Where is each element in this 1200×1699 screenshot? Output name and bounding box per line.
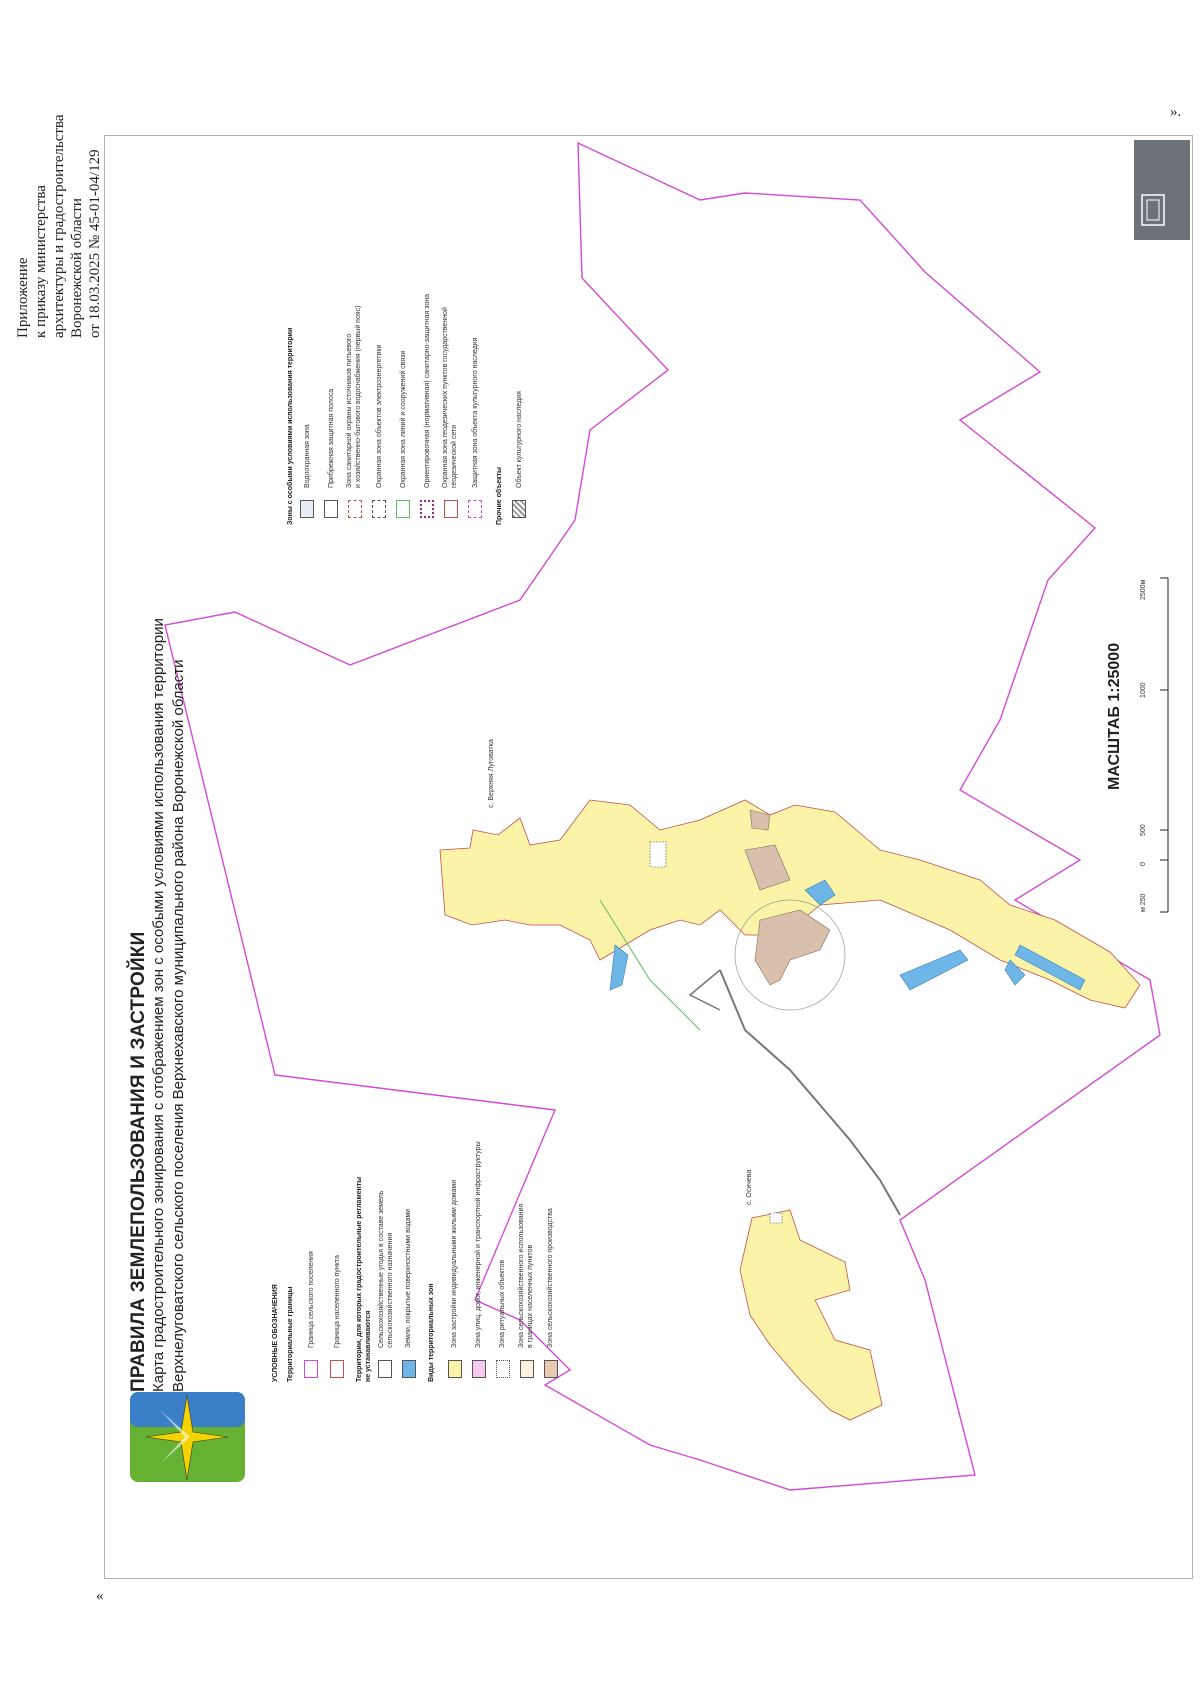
village-label-osicheva: с. Осичева	[746, 1169, 753, 1205]
legend-swatch-residential	[448, 1360, 462, 1378]
village-label-verkhnyaya-lugovatka: с. Верхняя Луговатка	[488, 739, 495, 808]
legend-label: в границах населенных пунктов	[527, 1244, 534, 1348]
legend-label: Водоохранная зона	[304, 424, 311, 488]
legend-swatch-streets	[472, 1360, 486, 1378]
scale-tick: 500	[1140, 824, 1147, 836]
legend-label: Прибрежная защитная полоса	[328, 388, 335, 488]
legend-label: Граница сельского поселения	[308, 1251, 315, 1348]
legend-swatch-water-protection	[300, 500, 314, 518]
legend-label: Зона застройки индивидуальными жилыми до…	[451, 1179, 458, 1348]
legend-group-zones: Виды территориальных зон	[428, 1283, 435, 1382]
legend-label: Земли, покрытые поверхностными водами	[405, 1208, 412, 1348]
legend-other-heading: Прочие объекты	[496, 466, 503, 525]
appendix-line-4: Воронежской области	[69, 198, 85, 338]
map-subtitle-1: Карта градостроительного зонирования с о…	[150, 618, 167, 1392]
appendix-note: Приложение к приказу министерства архите…	[14, 115, 104, 338]
scale-tick: 1000	[1140, 682, 1147, 698]
scale-label: МАСШТАБ 1:25000	[1106, 642, 1123, 790]
legend-label: Зона сельскохозяйственного производства	[547, 1208, 554, 1348]
scale-tick: 0	[1140, 862, 1147, 866]
appendix-line-1: Приложение	[15, 257, 31, 338]
legend-group-no-regulation: Территории, для которых градостроительны…	[356, 1176, 363, 1382]
legend-group-borders: Территориальные границы	[287, 1286, 294, 1382]
legend-label: Защитная зона объекта культурного наслед…	[472, 337, 479, 488]
scale-tick: 2500м	[1140, 579, 1147, 600]
legend-label: Объект культурного наследия	[516, 391, 523, 488]
legend-swatch-geodesic	[444, 500, 458, 518]
legend-group-no-regulation-2: не устанавливаются	[365, 1310, 372, 1382]
legend-label: Охранная зона линий и сооружений связи	[400, 350, 407, 488]
legend-swatch-sanitary-protection	[420, 500, 434, 518]
legend-swatch-heritage-object	[512, 500, 526, 518]
legend-swatch-heritage-protection	[468, 500, 482, 518]
scale-tick: м 250	[1140, 893, 1147, 912]
legend-swatch-agricultural-land	[378, 1360, 392, 1378]
appendix-line-3: архитектуры и градостроительства	[51, 114, 67, 338]
legend-label: Граница населенного пункта	[334, 1255, 341, 1348]
legend-label: Зона ритуальных объектов	[499, 1259, 506, 1348]
appendix-line-5: от 18.03.2025 № 45-01-04/129	[87, 149, 103, 338]
legend-label: Ориентировочная (нормативная) санитарно-…	[424, 293, 431, 488]
map-subtitle-2: Верхнелуговатского сельского поселения В…	[170, 659, 187, 1392]
legend-swatch-water	[402, 1360, 416, 1378]
map-title: ПРАВИЛА ЗЕМЛЕПОЛЬЗОВАНИЯ И ЗАСТРОЙКИ	[128, 931, 149, 1392]
legend-swatch-coastal-strip	[324, 500, 338, 518]
legend-swatch-power	[372, 500, 386, 518]
opening-quote: «	[96, 1588, 104, 1604]
legend-swatch-communication	[396, 500, 410, 518]
legend-label: геодезической сети	[451, 424, 458, 488]
legend-swatch-settlement-border	[304, 1360, 318, 1378]
legend-label: сельскохозяйственного назначения	[387, 1232, 394, 1348]
legend-label: и хозяйственно-бытового водоснабжения (п…	[355, 305, 362, 488]
legend-label: Зона санитарной охраны источников питьев…	[346, 333, 353, 488]
legend-label: Охранная зона объектов электроэнергетики	[376, 344, 383, 488]
legend-label: Зона сельскохозяйственного использования	[518, 1203, 525, 1348]
legend-swatch-ritual	[496, 1360, 510, 1378]
legend-swatch-agri-production	[544, 1360, 558, 1378]
legend-label: Зона улиц, дорог, инженерной и транспорт…	[475, 1141, 482, 1348]
closing-quote: ».	[1170, 104, 1182, 120]
legend-label: Охранная зона геодезических пунктов госу…	[442, 307, 449, 488]
legend-heading: УСЛОВНЫЕ ОБОЗНАЧЕНИЯ	[272, 1284, 279, 1382]
legend-special-zones-heading: Зоны с особыми условиями использования т…	[287, 327, 294, 525]
appendix-line-2: к приказу министерства	[33, 185, 49, 338]
legend-label: Сельскохозяйственные угодья в составе зе…	[378, 1190, 385, 1348]
legend-swatch-sanitary	[348, 500, 362, 518]
legend-swatch-agri-use	[520, 1360, 534, 1378]
legend-swatch-village-border	[330, 1360, 344, 1378]
map-sheet-frame	[104, 135, 1193, 1579]
